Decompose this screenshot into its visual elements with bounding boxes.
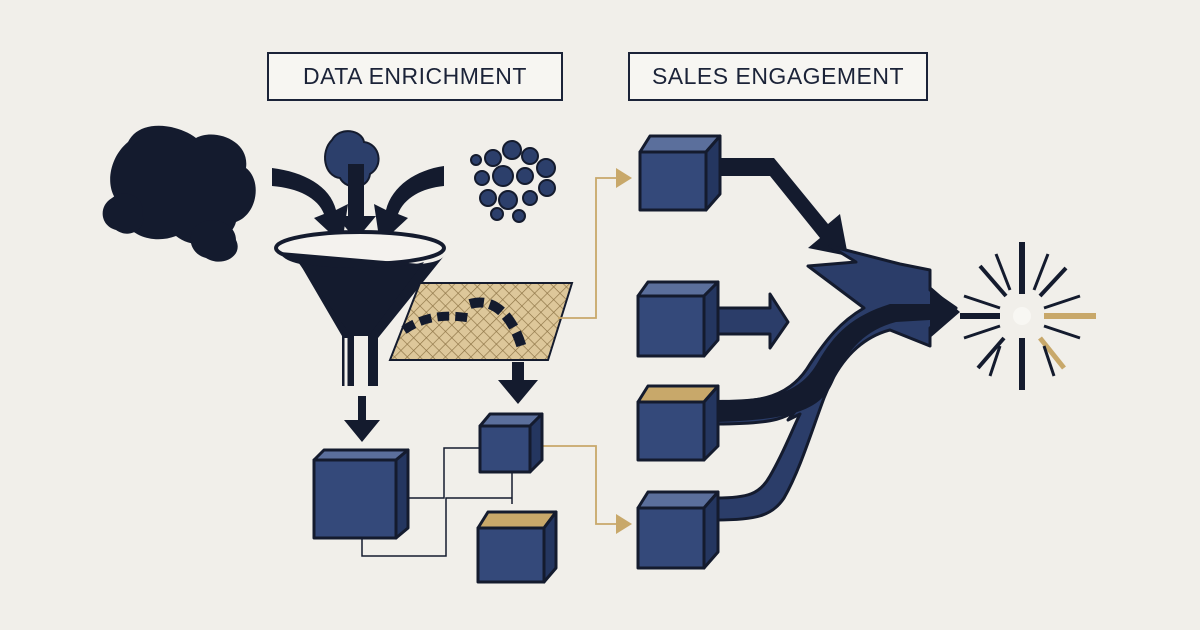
arrow-icon: [712, 292, 790, 350]
raw-data-blob-icon: [470, 140, 556, 223]
data-enrichment-label: DATA ENRICHMENT: [267, 52, 563, 101]
raw-data-blob-icon: [324, 130, 380, 188]
merged-flow-arrow-icon: [714, 244, 958, 522]
raw-data-blob-icon: [102, 125, 256, 262]
cube-icon: [636, 490, 720, 570]
funnel-icon: [274, 230, 446, 386]
cube-icon: [636, 384, 720, 462]
cube-icon: [478, 412, 544, 474]
cube-icon: [638, 134, 722, 212]
arrow-icon: [272, 164, 444, 244]
cube-icon: [636, 280, 720, 358]
starburst-icon: [960, 242, 1096, 390]
mesh-filter-icon: [388, 282, 574, 361]
arrow-icon: [716, 286, 960, 422]
arrow-icon: [344, 362, 538, 442]
gold-arrowhead-icon: [616, 168, 632, 534]
cube-icon: [312, 448, 410, 540]
connector-lines: [361, 447, 513, 557]
sales-engagement-label: SALES ENGAGEMENT: [628, 52, 928, 101]
cube-icon: [476, 510, 558, 584]
arrow-icon: [716, 158, 848, 256]
gold-connector-lines: [542, 177, 618, 525]
